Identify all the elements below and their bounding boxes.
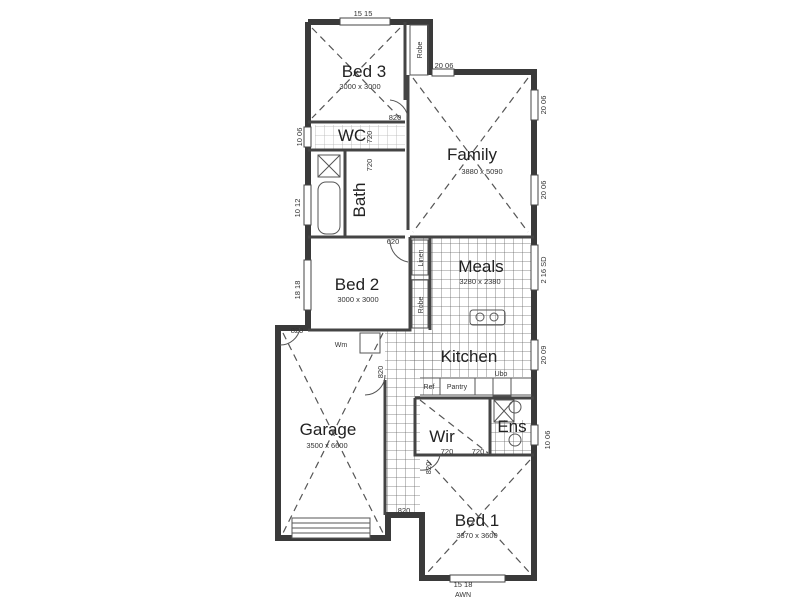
dim-win-meals: 2 16 SD — [539, 256, 548, 284]
room-bed3-label: Bed 3 — [342, 62, 386, 81]
dim-win-family-r2: 20 06 — [539, 181, 548, 200]
room-meals-size: 3280 x 2380 — [459, 277, 500, 286]
ref-label: Ref — [424, 384, 435, 391]
windows — [291, 17, 539, 583]
dim-win-bed2: 18 18 — [293, 281, 302, 300]
room-bed3-size: 3000 x 3000 — [339, 82, 380, 91]
room-bath-label: Bath — [350, 183, 369, 218]
dim-win-bed1: 15 18 — [454, 580, 473, 589]
ubo-label: Ubo — [495, 371, 508, 378]
dim-win-bath: 10 12 — [293, 199, 302, 218]
dim-door-ens: 720 — [472, 447, 485, 456]
room-family-label: Family — [447, 145, 498, 164]
room-bed1-size: 3370 x 3600 — [456, 531, 497, 540]
dim-win-wc: 10 06 — [295, 128, 304, 147]
room-bed2-label: Bed 2 — [335, 275, 379, 294]
room-bed2-size: 3000 x 3000 — [337, 295, 378, 304]
dim-door-entry: 820 — [398, 506, 411, 515]
room-meals-label: Meals — [458, 257, 503, 276]
robe-bed3-label: Robe — [417, 42, 424, 59]
room-ens-label: Ens — [497, 417, 526, 436]
dim-door-garage: 820 — [291, 326, 304, 335]
dim-door-bed3: 820 — [389, 113, 402, 122]
room-kitchen-label: Kitchen — [441, 347, 498, 366]
linen-label: Linen — [418, 249, 425, 266]
dim-door-wir: 720 — [441, 447, 454, 456]
dim-win-ens: 10 06 — [543, 431, 552, 450]
wm-label: Wm — [335, 342, 348, 349]
interior-walls — [308, 22, 534, 515]
dim-door-laundry: 820 — [376, 366, 385, 379]
dim-door-bath: 720 — [365, 159, 374, 172]
room-diagonals — [282, 27, 531, 574]
pantry-label: Pantry — [447, 384, 468, 391]
room-bed1-label: Bed 1 — [455, 511, 499, 530]
dim-door-bed1: 820 — [424, 462, 433, 475]
room-family-size: 3880 x 5090 — [461, 167, 502, 176]
dim-win-bed3: 15 15 — [354, 9, 373, 18]
room-garage-size: 3500 x 6600 — [306, 441, 347, 450]
awn-label: AWN — [455, 592, 471, 599]
dim-win-kitchen: 20 09 — [539, 346, 548, 365]
dim-win-family-top: 20 06 — [435, 61, 454, 70]
dim-door-wc: 720 — [365, 131, 374, 144]
fixtures — [317, 24, 532, 447]
dim-win-family-r1: 20 06 — [539, 96, 548, 115]
room-garage-label: Garage — [300, 420, 357, 439]
door-swings — [279, 99, 441, 471]
room-wir-label: Wir — [429, 427, 455, 446]
room-wc-label: WC — [338, 126, 366, 145]
robe-bed2-label: Robe — [418, 297, 425, 314]
dim-door-bed2: 620 — [387, 237, 400, 246]
